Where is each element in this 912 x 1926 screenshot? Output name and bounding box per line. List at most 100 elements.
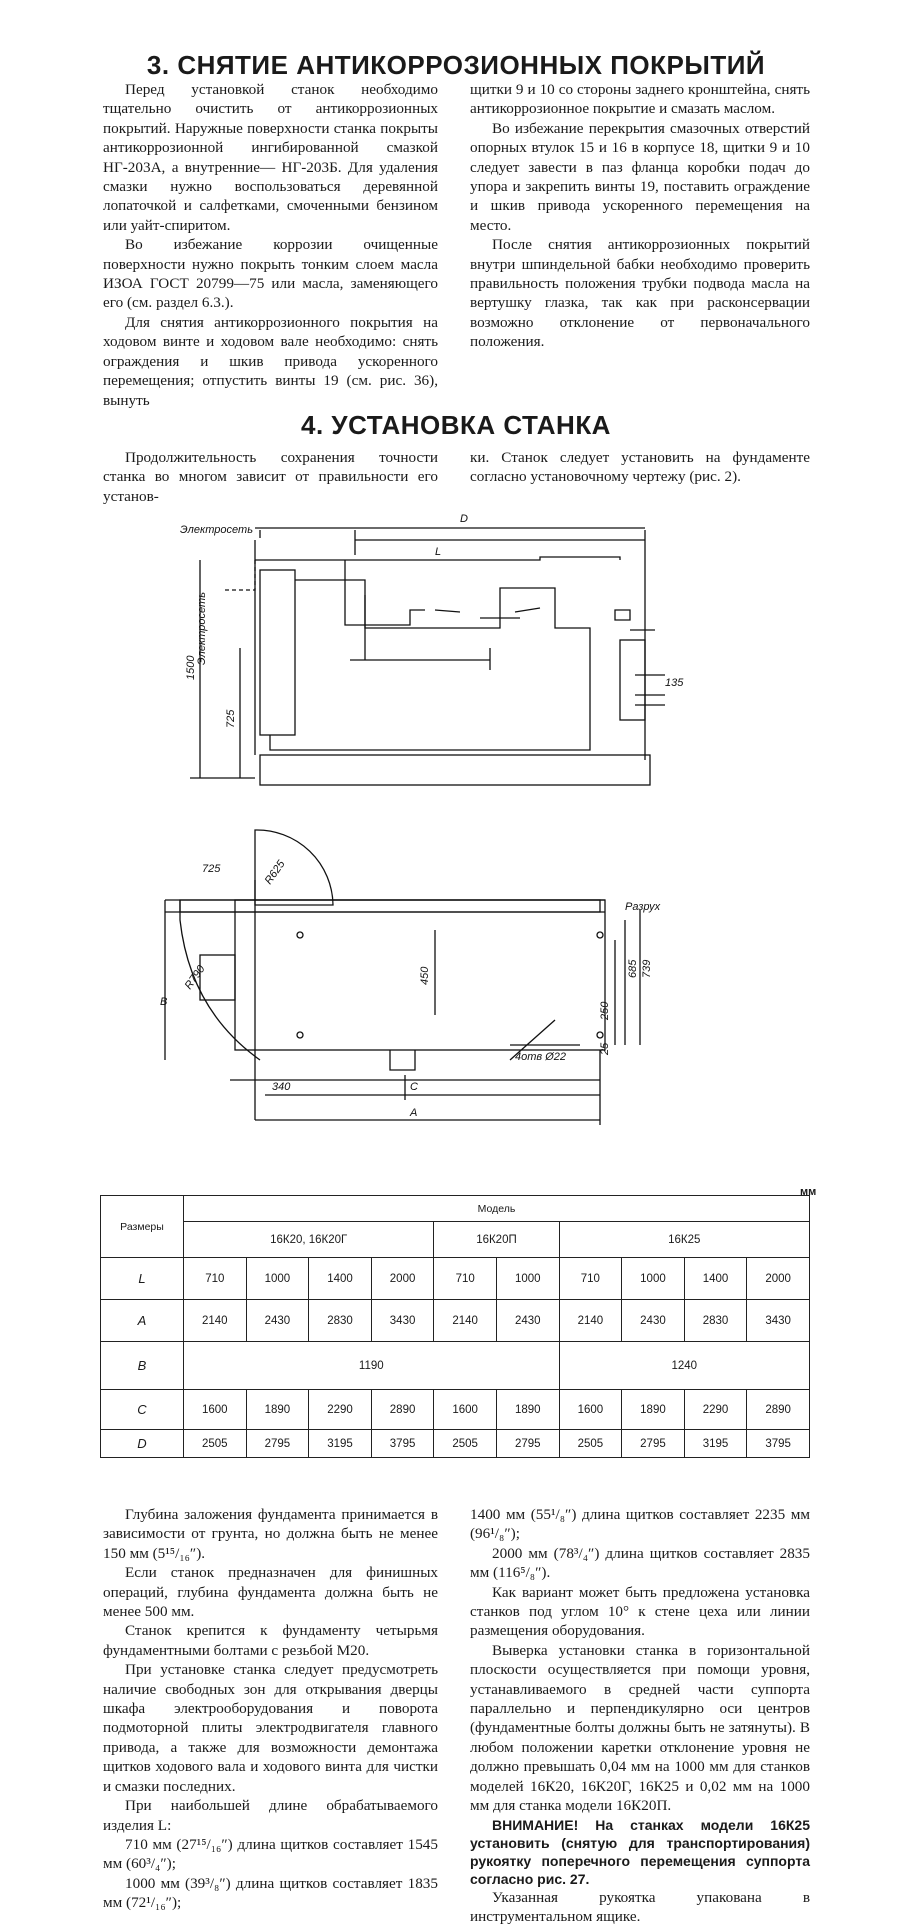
dim-725-plan: 725	[202, 863, 221, 875]
table-cell: 1000	[622, 1258, 685, 1300]
dim-450: 450	[419, 966, 431, 985]
dim-D: D	[460, 513, 468, 525]
power-label: Электросеть	[180, 524, 253, 536]
dim-739: 739	[641, 960, 653, 978]
paragraph: Во избежание коррозии очищенные поверхно…	[103, 235, 438, 313]
paragraph: 710 мм (27¹⁵/₁₆″) длина щитков составляе…	[103, 1835, 438, 1874]
model-group: 16К20, 16К20Г	[184, 1222, 434, 1258]
dim-340: 340	[272, 1081, 291, 1093]
table-cell: 710	[434, 1258, 497, 1300]
table-cell: 1600	[434, 1390, 497, 1430]
paragraph: Если станок предназначен для финишных оп…	[103, 1563, 438, 1621]
header-sizes: Размеры	[101, 1196, 184, 1258]
table-cell: 1600	[559, 1390, 622, 1430]
table-cell: 2430	[246, 1300, 309, 1342]
paragraph: Во избежание перекрытия смазочных отверс…	[470, 119, 810, 235]
header-model: Модель	[184, 1196, 810, 1222]
table-cell: 710	[559, 1258, 622, 1300]
dim-725: 725	[225, 709, 237, 728]
table-row: A 2140 2430 2830 3430 2140 2430 2140 243…	[101, 1300, 810, 1342]
dim-A: A	[409, 1107, 417, 1119]
table-cell: 3195	[684, 1430, 747, 1458]
table-row: B 1190 1240	[101, 1342, 810, 1390]
dim-L: L	[435, 546, 441, 558]
section-4-intro-right: ки. Станок следует установить на фундаме…	[470, 448, 810, 487]
table-cell: 3795	[371, 1430, 434, 1458]
table-cell: 2000	[747, 1258, 810, 1300]
table-cell: 1000	[496, 1258, 559, 1300]
holes-label: 4отв Ø22	[515, 1051, 566, 1063]
paragraph: Глубина заложения фундамента принимается…	[103, 1505, 438, 1563]
section-3-title: 3. СНЯТИЕ АНТИКОРРОЗИОННЫХ ПОКРЫТИЙ	[0, 50, 912, 81]
table-cell: 2890	[747, 1390, 810, 1430]
dim-250: 250	[599, 1001, 611, 1021]
table-cell: 710	[184, 1258, 247, 1300]
drain-label: Разрух	[625, 901, 661, 913]
table-cell: 2795	[622, 1430, 685, 1458]
dim-r625: R625	[263, 858, 288, 887]
power-label: Электросеть	[196, 592, 208, 665]
paragraph: Выверка установки станка в горизонтально…	[470, 1641, 810, 1816]
table-row: 16К20, 16К20Г 16К20П 16К25	[101, 1222, 810, 1258]
table-cell: 1400	[684, 1258, 747, 1300]
paragraph: При установке станка следует предусмотре…	[103, 1660, 438, 1796]
dim-685: 685	[627, 959, 639, 978]
table-cell: 2290	[309, 1390, 372, 1430]
dim-r790: R790	[183, 963, 208, 992]
paragraph: Указанная рукоятка упакована в инструмен…	[470, 1888, 810, 1926]
table-row: D 2505 2795 3195 3795 2505 2795 2505 279…	[101, 1430, 810, 1458]
row-label: B	[101, 1342, 184, 1390]
paragraph: Перед установкой станок необходимо тщате…	[103, 80, 438, 235]
table-row: C 1600 1890 2290 2890 1600 1890 1600 189…	[101, 1390, 810, 1430]
row-label: D	[101, 1430, 184, 1458]
section-4-title: 4. УСТАНОВКА СТАНКА	[0, 410, 912, 441]
table-cell: 2430	[496, 1300, 559, 1342]
table-cell: 2890	[371, 1390, 434, 1430]
table-cell: 2140	[184, 1300, 247, 1342]
dimensions-table: Размеры Модель 16К20, 16К20Г 16К20П 16К2…	[100, 1195, 810, 1458]
dim-135: 135	[665, 677, 684, 689]
table-cell: 2505	[434, 1430, 497, 1458]
paragraph: При наибольшей длине обрабатываемого изд…	[103, 1796, 438, 1835]
table-cell: 2290	[684, 1390, 747, 1430]
row-label: L	[101, 1258, 184, 1300]
dim-B: B	[160, 996, 167, 1008]
paragraph: 1000 мм (39³/₈″) длина щитков составляет…	[103, 1874, 438, 1913]
table-cell: 2140	[434, 1300, 497, 1342]
paragraph: Станок крепится к фундаменту четырьмя фу…	[103, 1621, 438, 1660]
table-cell: 2000	[371, 1258, 434, 1300]
paragraph: 1400 мм (55¹/₈″) длина щитков составляет…	[470, 1505, 810, 1544]
section-4-intro-left: Продолжительность сохранения точности ст…	[103, 448, 438, 506]
table-cell: 3795	[747, 1430, 810, 1458]
paragraph: Для снятия антикоррозионного покрытия на…	[103, 313, 438, 410]
table-cell: 2430	[622, 1300, 685, 1342]
paragraph: 2000 мм (78³/₄″) длина щитков составляет…	[470, 1544, 810, 1583]
table-cell: 2505	[184, 1430, 247, 1458]
section-3-right-column: щитки 9 и 10 со стороны заднего кронштей…	[470, 80, 810, 352]
table-cell: 1400	[309, 1258, 372, 1300]
paragraph: Продолжительность сохранения точности ст…	[103, 448, 438, 506]
bottom-right-column: 1400 мм (55¹/₈″) длина щитков составляет…	[470, 1505, 810, 1926]
table-cell: 2795	[246, 1430, 309, 1458]
table-cell: 1190	[184, 1342, 560, 1390]
paragraph: После снятия антикоррозионных покрытий в…	[470, 235, 810, 351]
table-cell: 2140	[559, 1300, 622, 1342]
table-cell: 1890	[622, 1390, 685, 1430]
table-cell: 1890	[246, 1390, 309, 1430]
dim-1500: 1500	[185, 655, 197, 680]
bottom-left-column: Глубина заложения фундамента принимается…	[103, 1505, 438, 1913]
table-cell: 1600	[184, 1390, 247, 1430]
paragraph: Как вариант может быть предложена устано…	[470, 1583, 810, 1641]
table-cell: 3430	[747, 1300, 810, 1342]
dim-25: 25	[599, 1042, 611, 1056]
warning-paragraph: ВНИМАНИЕ! На станках модели 16К25 устано…	[470, 1816, 810, 1888]
dim-C: C	[410, 1081, 418, 1093]
table-cell: 1890	[496, 1390, 559, 1430]
table-cell: 2505	[559, 1430, 622, 1458]
table-cell: 1240	[559, 1342, 809, 1390]
row-label: A	[101, 1300, 184, 1342]
table-cell: 2830	[684, 1300, 747, 1342]
model-group: 16К20П	[434, 1222, 559, 1258]
table-cell: 3430	[371, 1300, 434, 1342]
